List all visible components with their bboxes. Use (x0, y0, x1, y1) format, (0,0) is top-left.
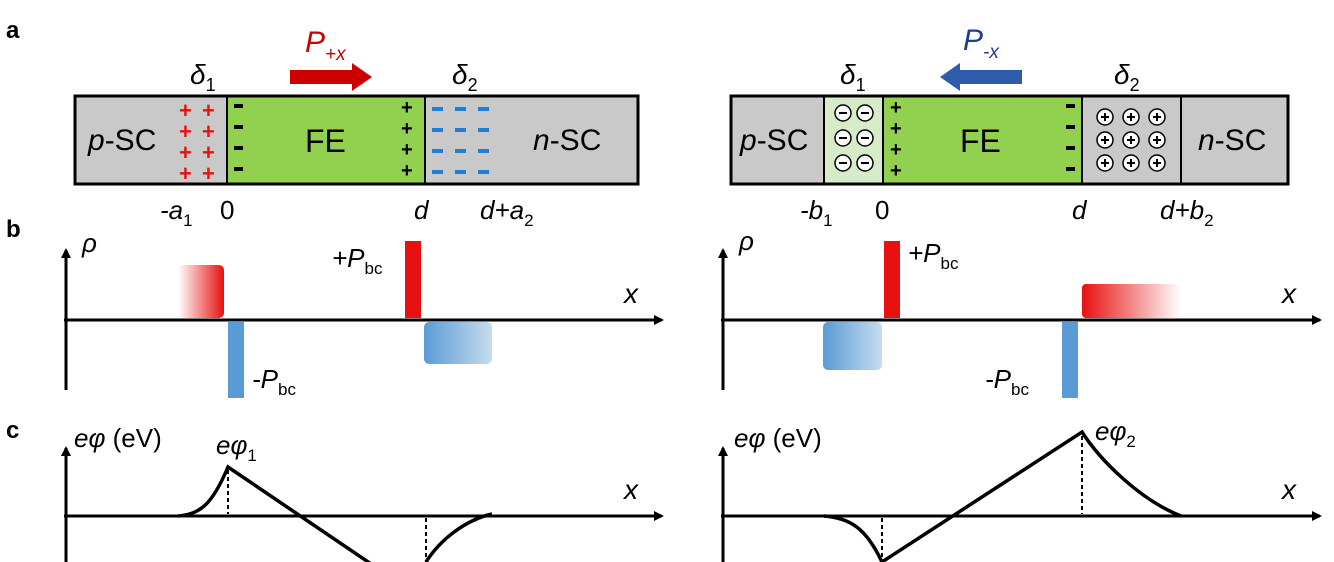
right-fe-positive-bound-charges: ++ ++ (890, 97, 902, 182)
right-ionized-acceptor-signs (839, 112, 869, 164)
right-delta2: δ2 (1114, 59, 1140, 95)
left-delta1: δ1 (190, 59, 216, 95)
left-pos-zero: 0 (220, 195, 234, 225)
right-device-outline (729, 94, 1290, 186)
left-pos-da2: d+a2 (480, 195, 534, 230)
svg-text:+: + (890, 118, 902, 140)
svg-text:+: + (202, 161, 215, 186)
left-fe-negative-bound-charges (234, 104, 243, 171)
left-ephi-axis-label: eφ (eV) (74, 423, 162, 453)
svg-text:+: + (179, 140, 192, 165)
right-potential-curve (823, 429, 1182, 562)
right-minus-pbc-label: -Pbc (985, 364, 1029, 399)
right-ephi-axis-label: eφ (eV) (734, 423, 822, 453)
left-hole-accumulation-bar (178, 265, 224, 318)
left-charge-plot: ρ x +Pbc -Pbc (61, 228, 664, 399)
right-pos-d: d (1072, 195, 1088, 225)
left-p-sc-region (75, 96, 227, 184)
right-x-label-b: x (1280, 278, 1297, 309)
right-n-sc-label: n-SC (1198, 124, 1266, 157)
svg-text:+: + (401, 139, 413, 161)
left-electron-accumulation-bar (424, 322, 492, 364)
right-p-sc-region (731, 96, 824, 184)
left-rho-label: ρ (81, 228, 97, 258)
right-delta1: δ1 (840, 59, 866, 95)
right-ephi2-label: eφ2 (1095, 416, 1136, 451)
svg-text:+: + (401, 97, 413, 119)
right-potential-plot: eφ (eV) x eφ2 (718, 416, 1322, 562)
left-positive-accumulation: ++ ++ ++ ++ (179, 98, 215, 186)
left-negative-pbc-bar (228, 322, 244, 398)
left-n-sc-label: n-SC (533, 124, 601, 157)
right-depletion-p-region (824, 96, 883, 184)
left-minus-pbc-label: -Pbc (252, 364, 296, 399)
left-device-outline (73, 94, 640, 186)
right-pos-b1: -b1 (800, 195, 833, 230)
svg-text:+: + (890, 139, 902, 161)
svg-text:+: + (401, 160, 413, 182)
right-ionized-donor-signs (1101, 113, 1161, 167)
right-charge-plot: ρ x +Pbc -Pbc (718, 226, 1322, 399)
right-fe-region (883, 96, 1082, 184)
svg-text:+: + (401, 118, 413, 140)
left-device: P+x δ1 δ2 p-SC FE n-SC ++ ++ ++ ++ (73, 26, 640, 230)
left-fe-region (227, 96, 425, 184)
left-potential-plot: eφ (eV) x eφ1 (61, 423, 664, 562)
left-potential-curve-n (424, 512, 493, 562)
right-p-sc-label: p-SC (739, 124, 808, 157)
left-x-label-b: x (622, 278, 639, 309)
left-polarization-label: P+x (305, 26, 347, 65)
left-positive-pbc-bar (405, 241, 421, 318)
right-negative-pbc-bar (1062, 322, 1078, 398)
svg-text:+: + (890, 160, 902, 182)
right-rho-label: ρ (738, 226, 754, 256)
left-plus-pbc-label: +Pbc (332, 243, 383, 278)
left-potential-curve (177, 464, 372, 562)
svg-text:+: + (179, 98, 192, 123)
left-p-sc-label: p-SC (87, 124, 156, 157)
left-fe-positive-bound-charges: ++ ++ (401, 97, 413, 182)
svg-text:+: + (202, 140, 215, 165)
right-ionized-donors (1096, 108, 1166, 172)
svg-text:+: + (179, 119, 192, 144)
svg-text:+: + (202, 98, 215, 123)
svg-text:+: + (202, 119, 215, 144)
right-polarization-arrow (940, 63, 1022, 91)
right-pos-db2: d+b2 (1160, 195, 1214, 230)
left-fe-label: FE (305, 123, 346, 159)
left-pos-a1: -a1 (160, 195, 193, 230)
svg-text:+: + (890, 97, 902, 119)
left-polarization-arrow (290, 63, 372, 91)
right-ionized-donor-bar (1082, 284, 1181, 318)
panel-label-c: c (6, 417, 19, 444)
right-fe-label: FE (960, 123, 1001, 159)
right-pos-zero: 0 (875, 195, 889, 225)
left-ephi1-label: eφ1 (216, 430, 257, 465)
right-n-sc-region (1181, 96, 1288, 184)
svg-text:+: + (179, 161, 192, 186)
right-polarization-label: P-x (963, 24, 1000, 63)
right-device: P-x δ1 δ2 p-SC FE n-SC (729, 24, 1290, 230)
left-pos-d: d (414, 195, 430, 225)
right-fe-negative-bound-charges (1066, 104, 1075, 171)
right-x-label-c: x (1280, 474, 1297, 505)
left-x-label-c: x (622, 474, 639, 505)
left-negative-accumulation (432, 107, 489, 174)
right-ionized-acceptor-bar (823, 322, 882, 370)
left-delta2: δ2 (452, 59, 478, 95)
right-positive-pbc-bar (884, 241, 900, 318)
panel-label-b: b (6, 216, 21, 243)
panel-label-a: a (6, 17, 20, 44)
right-plus-pbc-label: +Pbc (908, 238, 959, 273)
